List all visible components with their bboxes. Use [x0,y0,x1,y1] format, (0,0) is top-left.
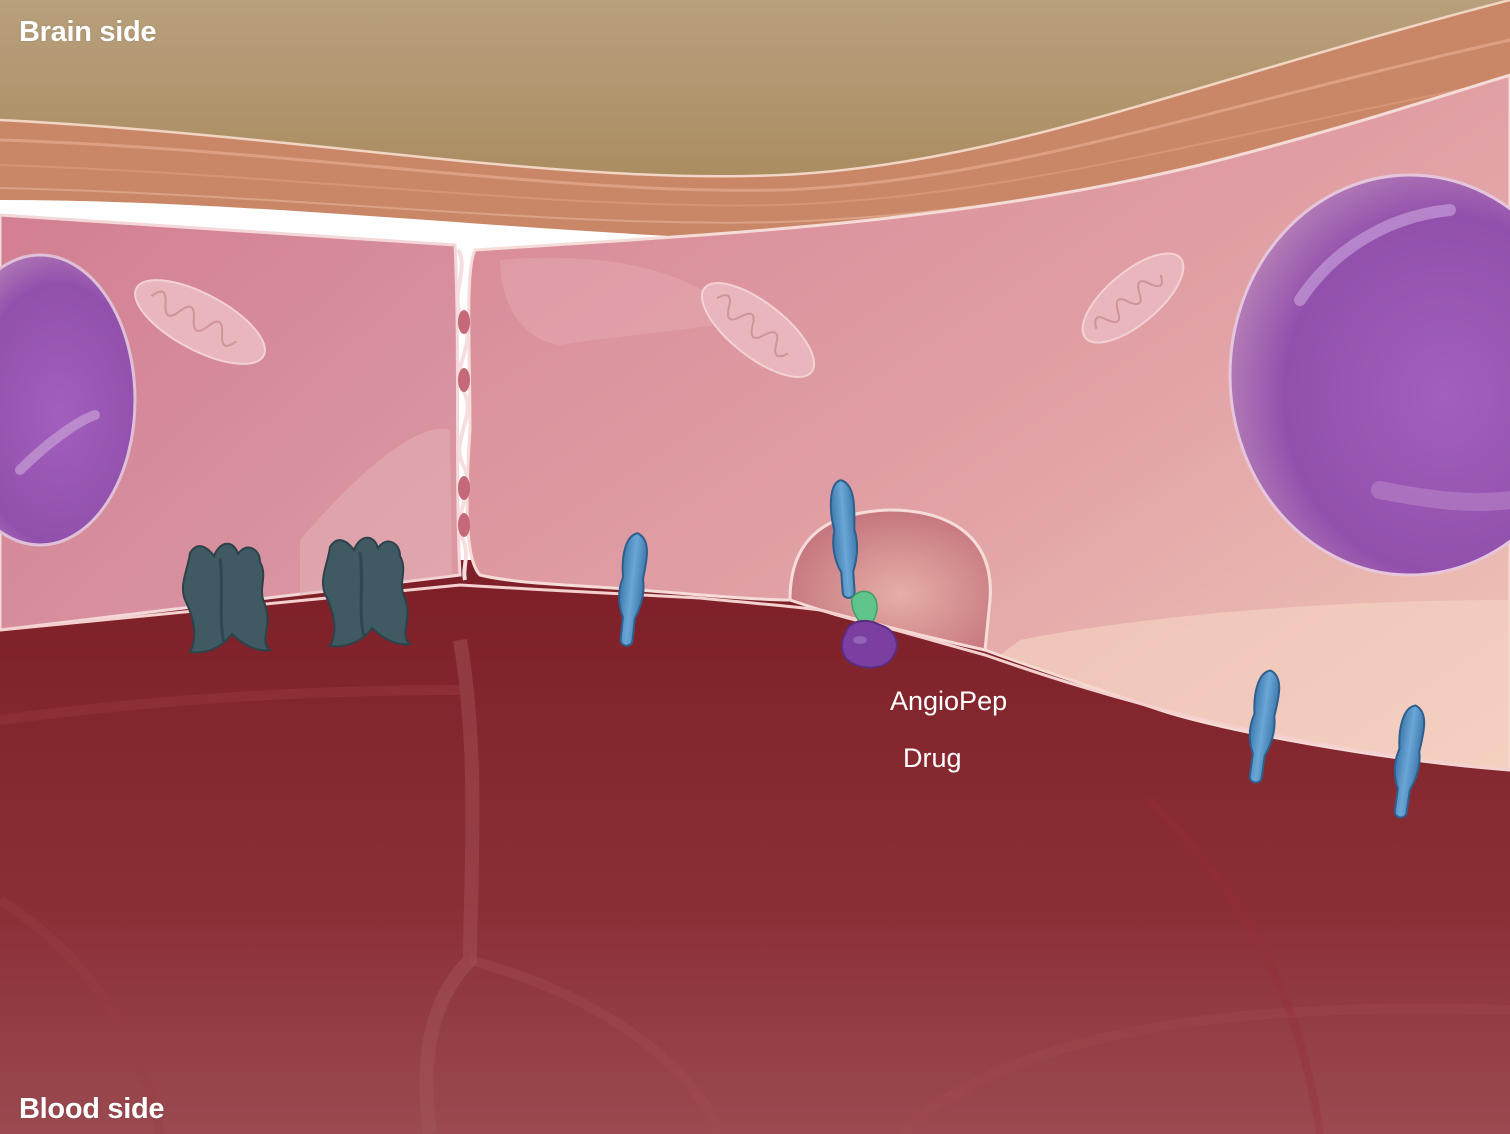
efflux-pump [183,544,270,653]
blood-side-label: Blood side [19,1093,164,1126]
efflux-pump [323,538,410,647]
drug-label: Drug [903,743,962,774]
angiopep-label: AngioPep [890,686,1007,717]
brain-side-label: Brain side [19,16,156,49]
